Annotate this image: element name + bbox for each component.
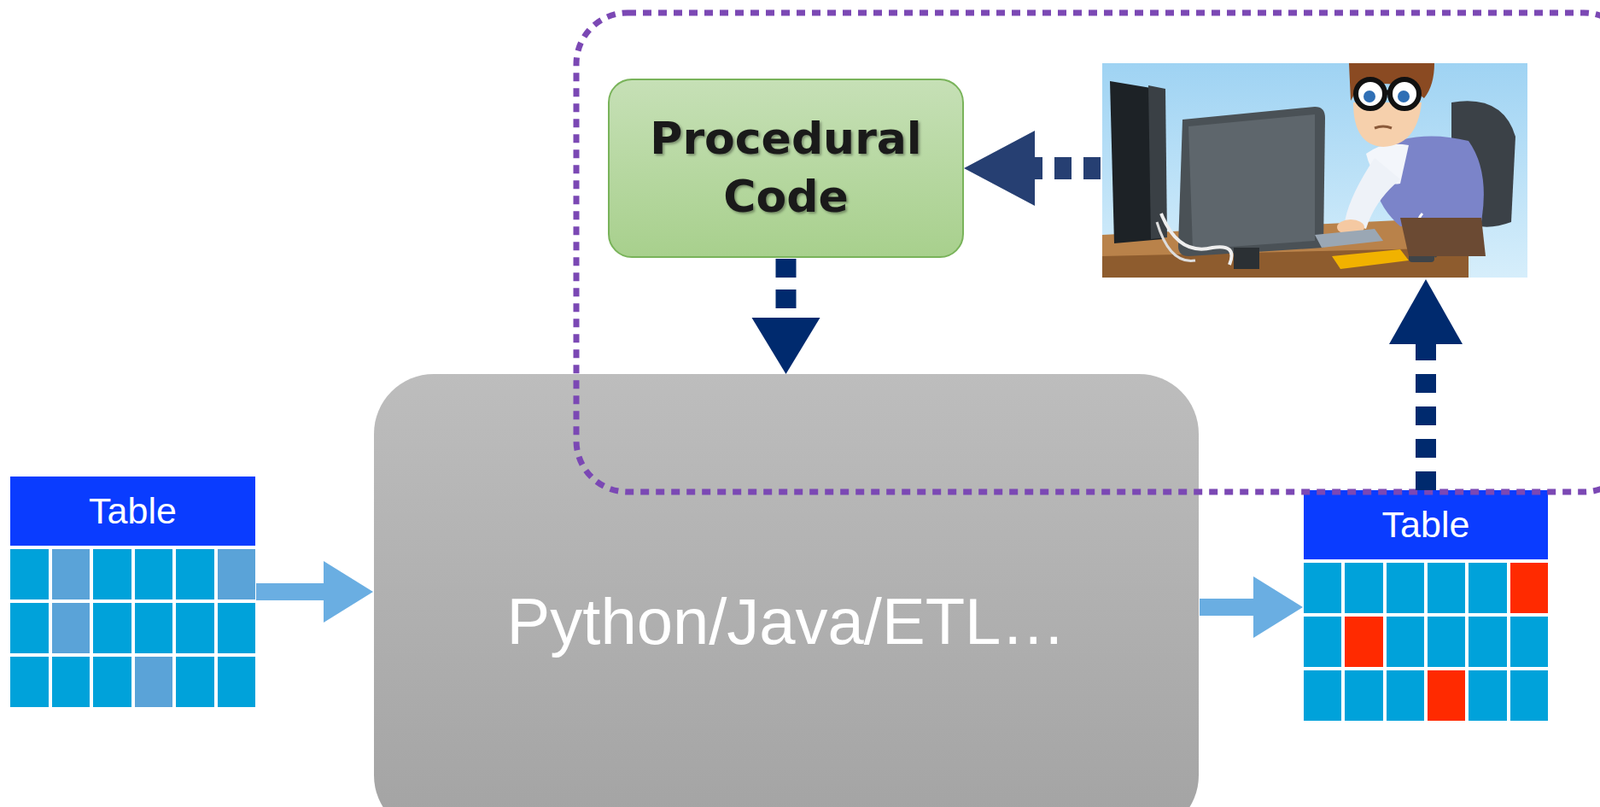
table-cell <box>1427 562 1466 614</box>
table-cell <box>52 548 91 600</box>
table-title: Table <box>1382 503 1471 546</box>
table-grid <box>1303 559 1548 721</box>
processing-engine: Python/Java/ETL… <box>373 373 1199 807</box>
engine-label: Python/Java/ETL… <box>373 583 1199 659</box>
flow-arrow <box>256 560 374 623</box>
process-box: Procedural Code <box>607 78 964 258</box>
table-cell <box>1386 562 1425 614</box>
data-table: Table <box>10 476 256 707</box>
table-cell <box>52 656 91 707</box>
table-header: Table <box>1303 490 1548 560</box>
table-cell <box>1427 616 1466 667</box>
table-cell <box>175 548 215 600</box>
table-cell <box>1510 616 1548 667</box>
table-cell <box>1510 562 1548 614</box>
table-cell <box>175 656 215 707</box>
table-cell <box>10 602 49 654</box>
dotted-region <box>576 12 1600 492</box>
table-cell <box>134 602 174 654</box>
table-cell <box>1468 616 1507 667</box>
table-cell <box>10 548 49 600</box>
table-cell <box>10 656 49 707</box>
table-grid <box>10 545 256 707</box>
data-table: Table <box>1303 490 1548 721</box>
table-cell <box>52 602 91 654</box>
table-cell <box>1344 562 1383 614</box>
dashed-arrow <box>1389 279 1463 491</box>
table-cell <box>1468 562 1507 614</box>
table-cell <box>217 548 257 600</box>
table-cell <box>1303 616 1342 667</box>
table-cell <box>1510 670 1548 721</box>
table-cell <box>1386 670 1425 721</box>
table-cell <box>217 656 257 707</box>
table-cell <box>1386 616 1425 667</box>
table-cell <box>93 602 132 654</box>
table-cell <box>1344 616 1383 667</box>
table-cell <box>134 548 174 600</box>
table-cell <box>217 602 257 654</box>
table-cell <box>1427 670 1466 721</box>
table-cell <box>175 602 215 654</box>
table-cell <box>1303 670 1342 721</box>
table-cell <box>93 548 132 600</box>
table-header: Table <box>10 476 256 546</box>
table-title: Table <box>88 490 177 532</box>
flow-arrow <box>1199 576 1303 638</box>
table-cell <box>1303 562 1342 614</box>
table-cell <box>134 656 174 707</box>
table-cell <box>1344 670 1383 721</box>
dashed-arrow <box>963 130 1101 206</box>
dashed-arrow <box>752 258 821 374</box>
table-cell <box>93 656 132 707</box>
box-label: Procedural Code <box>626 110 946 226</box>
table-cell <box>1468 670 1507 721</box>
